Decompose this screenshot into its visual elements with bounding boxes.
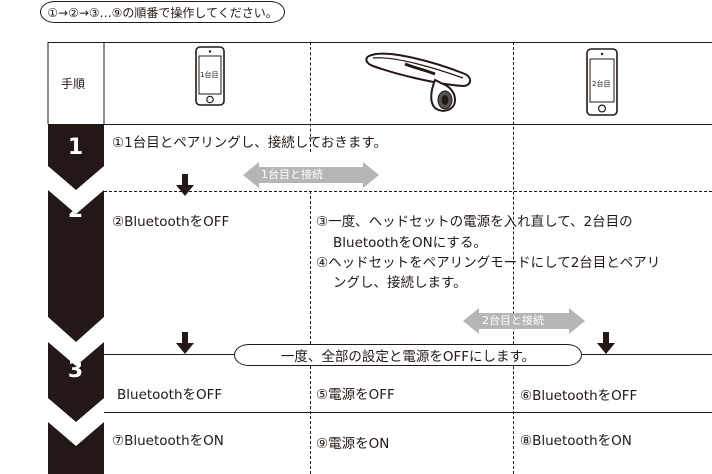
step2-mid-line3: ④ヘッドセットをペアリングモードにして2台目とペアリ — [316, 255, 661, 271]
step3-banner-text: 一度、全部の設定と電源をOFFにします。 — [280, 349, 536, 365]
smartphone-icon — [195, 46, 225, 106]
connection-label-1: 1台目と接続 — [261, 168, 323, 181]
step4-top-line — [104, 412, 712, 413]
column-divider-1 — [310, 42, 311, 152]
step3-right-text: ⑥BluetoothをOFF — [520, 388, 638, 404]
step3-mid-text: ⑤電源をOFF — [316, 387, 395, 403]
table-top-line — [48, 42, 712, 43]
step2-left-text: ②BluetoothをOFF — [112, 214, 230, 230]
smartphone-icon — [586, 48, 618, 116]
instruction-banner: ①→②→③…⑨の順番で操作してください。 — [40, 1, 285, 23]
instruction-text: ①→②→③…⑨の順番で操作してください。 — [47, 5, 278, 20]
step4-mid-text: ⑨電源をON — [316, 436, 390, 452]
down-arrow-icon — [176, 174, 194, 196]
header-label: 手順 — [61, 77, 86, 91]
step1-text: ①1台目とペアリングし、接続しておきます。 — [112, 135, 388, 151]
header-bottom-line — [48, 124, 712, 125]
step-number-2: 2 — [67, 198, 84, 223]
step3-banner: 一度、全部の設定と電源をOFFにします。 — [234, 344, 582, 366]
step3-left-text: BluetoothをOFF — [117, 387, 223, 403]
step2-top-dash — [104, 191, 712, 192]
connection-label-2: 2台目と接続 — [482, 314, 544, 327]
column-divider-2 — [513, 42, 514, 474]
step4-left-text: ⑦BluetoothをON — [112, 433, 224, 449]
column-divider-1b — [310, 191, 311, 474]
down-arrow-icon — [597, 332, 615, 354]
double-arrow-icon — [463, 308, 585, 334]
step-number-4: 4 — [67, 420, 84, 445]
step2-mid-line4: ングし、接続します。 — [333, 275, 467, 291]
step4-right-text: ⑧BluetoothをON — [520, 433, 632, 449]
phone1-label: 1台目 — [200, 71, 219, 79]
step-number-3: 3 — [67, 358, 84, 383]
step2-mid-line1: ③一度、ヘッドセットの電源を入れ直して、2台目の — [316, 214, 633, 230]
phone2-label: 2台目 — [592, 80, 611, 88]
down-arrow-icon — [176, 332, 194, 354]
step-number-1: 1 — [67, 135, 84, 160]
step2-mid-line2: BluetoothをONにする。 — [333, 235, 487, 251]
double-arrow-icon — [243, 162, 379, 188]
headset-icon — [365, 52, 471, 112]
